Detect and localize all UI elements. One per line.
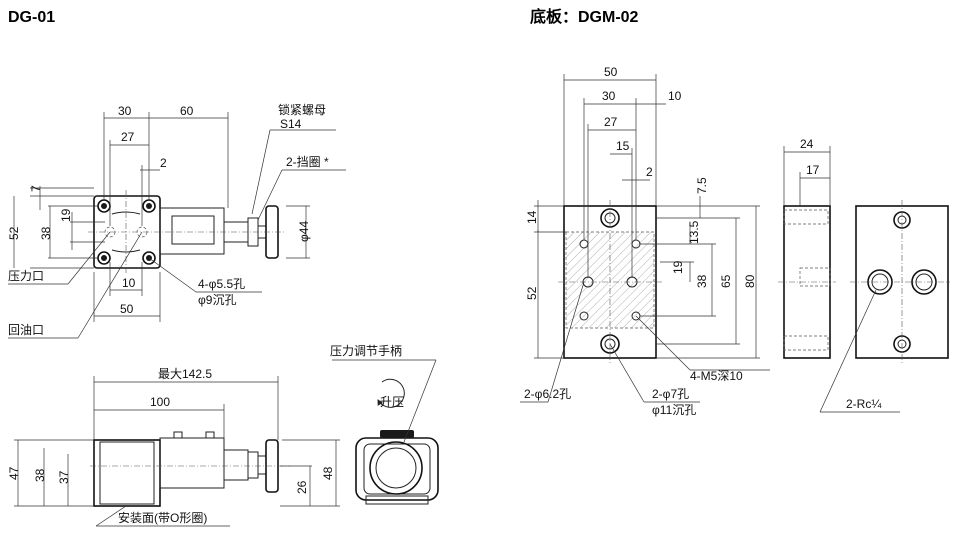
dim-7: 7 [29, 185, 43, 192]
dgm02-plate-view [520, 74, 770, 403]
dim-side-24: 24 [800, 137, 814, 151]
dim-27: 27 [121, 130, 135, 144]
title-dgm02: 底板：DGM-02 [530, 7, 639, 26]
dg01-side-labels: 最大142.5 100 47 38 37 26 48 安装面(带O形圈) [7, 367, 335, 525]
dim-48: 48 [321, 466, 335, 480]
dim-plate-75: 7.5 [695, 177, 709, 194]
dgm02-bottom-view [819, 200, 950, 413]
dim-plate-38: 38 [695, 274, 709, 288]
dim-plate-50: 50 [604, 65, 618, 79]
title-dg01: DG-01 [8, 9, 55, 26]
dg01-top-view [8, 112, 346, 339]
dim-10: 10 [122, 276, 136, 290]
label-pressure-port: 压力口 [8, 269, 44, 283]
label-s14: S14 [280, 117, 302, 131]
label-mount-face: 安装面(带O形圈) [118, 510, 207, 525]
dim-100: 100 [150, 395, 170, 409]
dim-47: 47 [7, 466, 21, 480]
dim-2: 2 [160, 156, 167, 170]
dim-plate-19: 19 [671, 260, 685, 274]
dim-plate-30: 30 [602, 89, 616, 103]
dim-52: 52 [7, 226, 21, 240]
dgm02-plate-labels: 50 30 10 27 15 2 7.5 14 13.5 19 38 65 80… [524, 65, 757, 417]
dim-plate-2: 2 [646, 165, 653, 179]
handle-view [332, 359, 439, 505]
label-hole-62: 2-φ6.2孔 [524, 387, 571, 401]
dim-side-17: 17 [806, 163, 820, 177]
dim-37: 37 [57, 470, 71, 484]
label-counterbore-11: φ11沉孔 [652, 403, 696, 417]
label-rise: 升压 [380, 395, 404, 409]
label-rc: 2-Rc¼ [846, 397, 882, 411]
dim-19: 19 [59, 208, 73, 222]
dim-50: 50 [120, 302, 134, 316]
dim-side-38: 38 [33, 468, 47, 482]
dim-plate-27: 27 [604, 115, 618, 129]
dim-plate-65: 65 [719, 274, 733, 288]
dim-26: 26 [295, 480, 309, 494]
label-m5: 4-M5深10 [690, 369, 743, 383]
dim-30: 30 [118, 104, 132, 118]
dg01-top-labels: 30 60 27 2 7 52 19 38 φ44 10 50 锁紧螺母 S14… [7, 102, 329, 337]
label-return-port: 回油口 [8, 323, 44, 337]
dim-plate-14: 14 [525, 210, 539, 224]
label-hole-55: 4-φ5.5孔 [198, 277, 245, 291]
dim-38: 38 [39, 226, 53, 240]
dim-plate-52: 52 [525, 286, 539, 300]
label-counterbore-9: φ9沉孔 [198, 293, 236, 307]
label-retainer: 2-挡圈 * [286, 155, 329, 169]
dim-max-1425: 最大142.5 [158, 367, 212, 381]
dg01-side-view [14, 376, 340, 527]
dgm02-side-view [778, 146, 836, 359]
dim-phi44: φ44 [297, 221, 311, 242]
label-lock-nut: 锁紧螺母 [278, 102, 326, 117]
dim-plate-15: 15 [616, 139, 630, 153]
dim-60: 60 [180, 104, 194, 118]
label-pressure-handle: 压力调节手柄 [330, 344, 402, 358]
label-hole-7: 2-φ7孔 [652, 387, 689, 401]
dim-plate-80: 80 [743, 274, 757, 288]
dim-plate-135: 13.5 [687, 220, 701, 244]
dim-plate-10: 10 [668, 89, 682, 103]
